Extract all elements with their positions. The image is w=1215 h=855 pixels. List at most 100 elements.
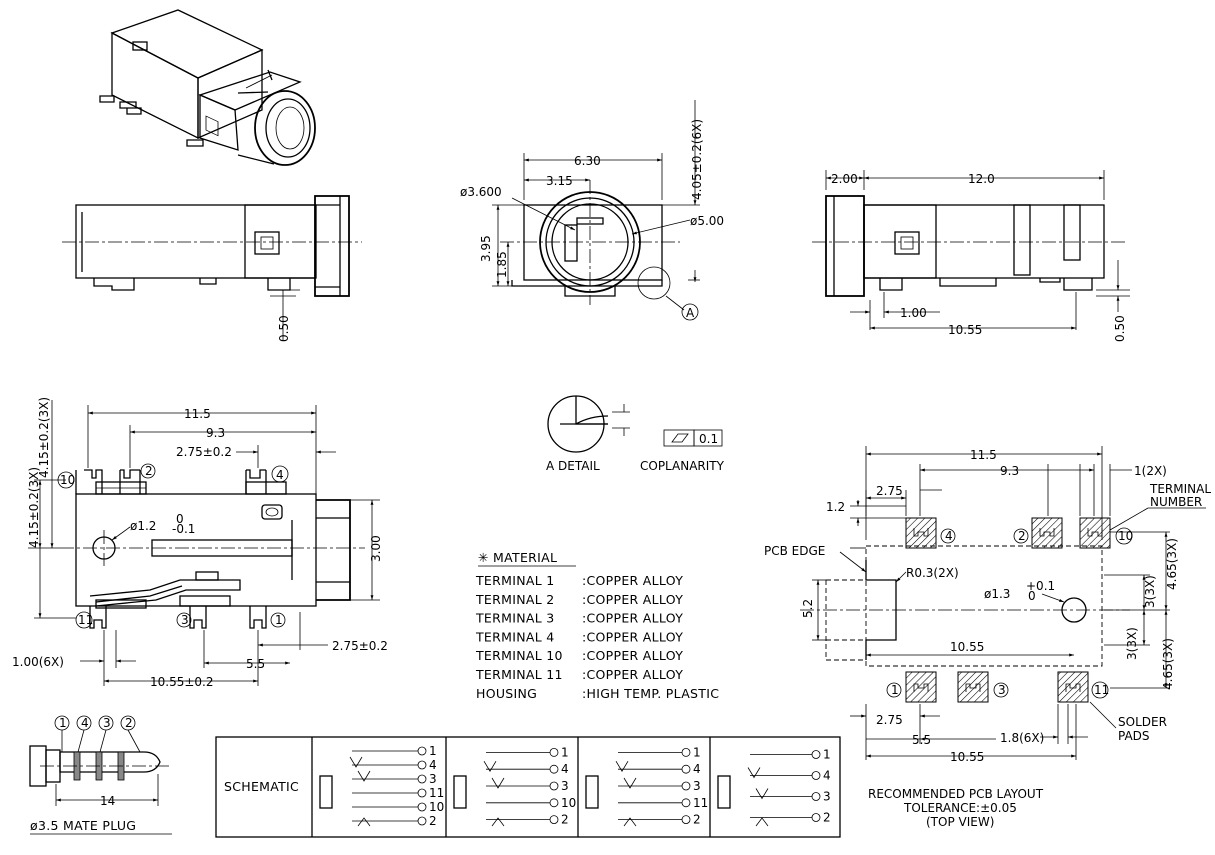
pcb-pin-1: 1 — [891, 683, 899, 697]
coplanarity-tolerance: 0.1 — [699, 432, 718, 446]
schematic-pin-number: 2 — [429, 814, 437, 828]
top-dim-1-00-6x: 1.00(6X) — [12, 655, 64, 669]
material-row-value: :COPPER ALLOY — [582, 667, 683, 682]
schematic-spring — [349, 756, 363, 768]
top-dim-9-3: 9.3 — [206, 426, 225, 440]
schematic-terminal — [549, 781, 559, 791]
dim-0-50-right: 0.50 — [1113, 315, 1127, 342]
pcb-dim-1-2: 1.2 — [826, 500, 845, 514]
material-row-name: TERMINAL 2 — [475, 592, 554, 607]
dim-1-00-right: 1.00 — [900, 306, 927, 320]
dim-12-0: 12.0 — [968, 172, 995, 186]
schematic-spring — [755, 788, 769, 800]
pcb-footer-2: TOLERANCE:±0.05 — [903, 801, 1017, 815]
pcb-dim-10-55-bottom: 10.55 — [950, 750, 984, 764]
schematic-contact — [717, 775, 731, 809]
dim-10-55-right: 10.55 — [948, 323, 982, 337]
plug-length: 14 — [100, 794, 115, 808]
pcb-dim-4-65-bottom: 4.65(3X) — [1161, 638, 1175, 690]
top-pin-11: 11 — [78, 613, 93, 627]
pcb-pin-11: 11 — [1094, 683, 1109, 697]
top-view: 10 2 4 11 3 1 11.5 9.3 2.75±0.2 4.15±0.2… — [12, 397, 388, 689]
schematic-terminal — [549, 815, 559, 824]
top-pin-10: 10 — [60, 473, 75, 487]
dim-1-85: 1.85 — [495, 251, 509, 278]
pcb-dim-3-3x-top: 3(3X) — [1143, 575, 1157, 608]
top-pin-1: 1 — [275, 613, 283, 627]
schematic-contact — [585, 775, 599, 809]
dim-2-00: 2.00 — [831, 172, 858, 186]
front-view: A 6.30 3.15 ø3.600 ø5.00 4.05±0.2(6X) 3.… — [460, 100, 724, 321]
schematic-pin-number: 4 — [823, 769, 831, 783]
top-dim-phi-1-2-lower: -0.1 — [172, 522, 195, 536]
schematic-terminal — [681, 764, 691, 774]
schematic-terminal — [549, 764, 559, 774]
schematic-terminal — [681, 798, 691, 808]
pcb-pin-2: 2 — [1018, 529, 1026, 543]
pcb-terminal-label: TERMINAL — [1149, 482, 1211, 496]
pcb-dim-11-5: 11.5 — [970, 448, 997, 462]
top-pin-3: 3 — [181, 613, 189, 627]
material-row-name: TERMINAL 4 — [475, 629, 554, 644]
top-dim-2-75-top: 2.75±0.2 — [176, 445, 232, 459]
dim-phi-5-00: ø5.00 — [690, 214, 724, 228]
schematic-pin-number: 4 — [429, 758, 437, 772]
schematic-terminal — [681, 781, 691, 791]
a-detail-label: A DETAIL — [546, 459, 600, 473]
plug-label-1: 1 — [59, 716, 67, 730]
pcb-pin-10: 10 — [1118, 529, 1133, 543]
pcb-footer-1: RECOMMENDED PCB LAYOUT — [868, 787, 1044, 801]
isometric-view — [99, 9, 316, 166]
pcb-dim-3-3x-bottom: 3(3X) — [1125, 627, 1139, 660]
schematic-terminal — [417, 816, 427, 826]
schematic-pin-number: 1 — [561, 745, 569, 759]
schematic-pin-number: 10 — [429, 800, 444, 814]
pcb-dim-4-65-top: 4.65(3X) — [1165, 538, 1179, 590]
schematic-terminal — [417, 802, 427, 812]
pcb-dim-9-3: 9.3 — [1000, 464, 1019, 478]
pcb-dim-2-75-bottom: 2.75 — [876, 713, 903, 727]
schematic-terminal — [681, 815, 691, 824]
side-view-right: 2.00 12.0 1.00 10.55 0.50 — [812, 170, 1130, 342]
pcb-pads-label: PADS — [1118, 729, 1150, 743]
material-row-value: :COPPER ALLOY — [582, 648, 683, 663]
top-dim-2-75-bottom: 2.75±0.2 — [332, 639, 388, 653]
schematic-spring — [357, 817, 371, 827]
schematic-contact — [319, 775, 333, 809]
top-dim-3-00: 3.00 — [369, 535, 383, 562]
dim-6-30: 6.30 — [574, 154, 601, 168]
dim-4-05: 4.05±0.2(6X) — [690, 119, 704, 200]
callout-a: A — [686, 306, 695, 320]
schematic-pin-number: 10 — [561, 796, 576, 810]
pcb-phi-1-3-lower: 0 — [1028, 589, 1036, 603]
pcb-footer-3: (TOP VIEW) — [926, 815, 994, 829]
schematic-pin-number: 3 — [823, 790, 831, 804]
pcb-layout: 4 2 10 1 3 11 11.5 9.3 1(2X) TERMINAL NU… — [764, 446, 1211, 829]
top-dim-10-55: 10.55±0.2 — [150, 675, 214, 689]
schematic-spring — [755, 817, 769, 827]
pcb-dim-1-8: 1.8(6X) — [1000, 731, 1044, 745]
top-dim-4-15-a: 4.15±0.2(3X) — [37, 397, 51, 478]
schematic-spring — [491, 817, 505, 827]
schematic-terminal — [549, 798, 559, 808]
schematic-terminal — [681, 748, 691, 757]
schematic-pin-number: 3 — [429, 772, 437, 786]
schematic-terminal — [811, 771, 821, 780]
pcb-pin-3: 3 — [998, 683, 1006, 697]
detail-a: A DETAIL 0.1 COPLANARITY — [546, 395, 725, 473]
schematic-pin-number: 1 — [693, 745, 701, 759]
pcb-number-label: NUMBER — [1150, 495, 1202, 509]
top-dim-phi-1-2: ø1.2 — [130, 519, 156, 533]
schematic-pin-number: 2 — [823, 811, 831, 825]
pcb-dim-5-5: 5.5 — [912, 733, 931, 747]
schematic-terminal — [417, 760, 427, 770]
schematic-pin-number: 2 — [693, 813, 701, 827]
pcb-dim-5-2: 5.2 — [801, 599, 815, 618]
dim-3-95: 3.95 — [479, 235, 493, 262]
schematic-contact — [453, 775, 467, 809]
schematic-pin-number: 2 — [561, 813, 569, 827]
schematic-pin-number: 3 — [693, 779, 701, 793]
material-heading: ✳ MATERIAL — [478, 550, 557, 565]
schematic-pin-number: 4 — [561, 762, 569, 776]
